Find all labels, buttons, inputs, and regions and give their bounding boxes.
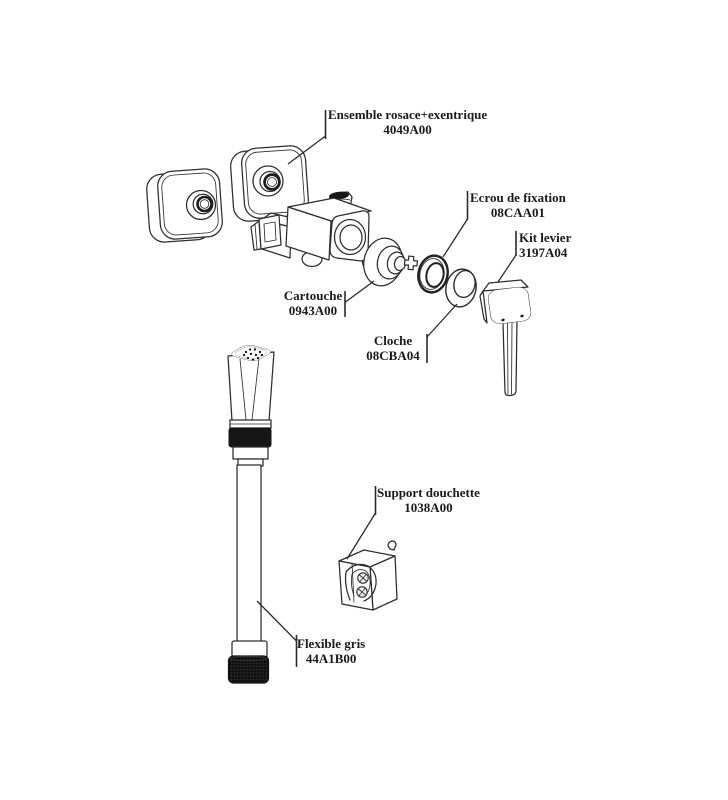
hand-shower-hose-drawing <box>227 345 275 684</box>
leader-ensemble <box>287 110 327 165</box>
part-name: Flexible gris <box>297 636 366 651</box>
cartridge-drawing <box>363 237 419 287</box>
part-name: Kit levier <box>519 230 572 245</box>
rosette-plate-left-drawing <box>146 168 223 243</box>
leader-cloche <box>426 303 458 363</box>
part-code: 0943A00 <box>288 303 338 318</box>
bell-ring-drawing <box>445 268 477 308</box>
part-code: 4049A00 <box>383 122 432 137</box>
leader-ecrou <box>442 191 469 258</box>
part-name: Ensemble rosace+exentrique <box>328 107 488 122</box>
part-code: 08CAA01 <box>490 205 545 220</box>
rosette-plate-right-drawing <box>230 145 309 222</box>
part-name: Ecrou de fixation <box>470 190 566 205</box>
part-code: 3197A04 <box>519 245 568 260</box>
leader-cartouche <box>344 280 375 317</box>
label-ecrou-fixation: Ecrou de fixation 08CAA01 <box>470 190 566 220</box>
label-support-douchette: Support douchette 1038A00 <box>377 485 480 515</box>
label-flexible-gris: Flexible gris 44A1B00 <box>297 636 365 666</box>
leader-flexible <box>256 600 298 667</box>
leader-kit <box>497 231 517 283</box>
lever-kit-drawing <box>479 279 532 397</box>
spray-holes <box>242 348 264 361</box>
label-cartouche: Cartouche 0943A00 <box>281 288 345 318</box>
label-kit-levier: Kit levier 3197A04 <box>519 230 571 260</box>
fixing-nut-drawing <box>417 254 449 294</box>
leader-support <box>346 486 377 560</box>
part-name: Cartouche <box>283 288 343 303</box>
part-code: 44A1B00 <box>305 651 357 666</box>
part-name: Cloche <box>373 333 413 348</box>
part-code: 08CBA04 <box>366 348 420 363</box>
part-name: Support douchette <box>377 485 480 500</box>
label-ensemble-rosace: Ensemble rosace+exentrique 4049A00 <box>328 107 487 137</box>
shower-support-drawing <box>338 540 398 611</box>
label-cloche: Cloche 08CBA04 <box>360 333 426 363</box>
part-code: 1038A00 <box>404 500 453 515</box>
